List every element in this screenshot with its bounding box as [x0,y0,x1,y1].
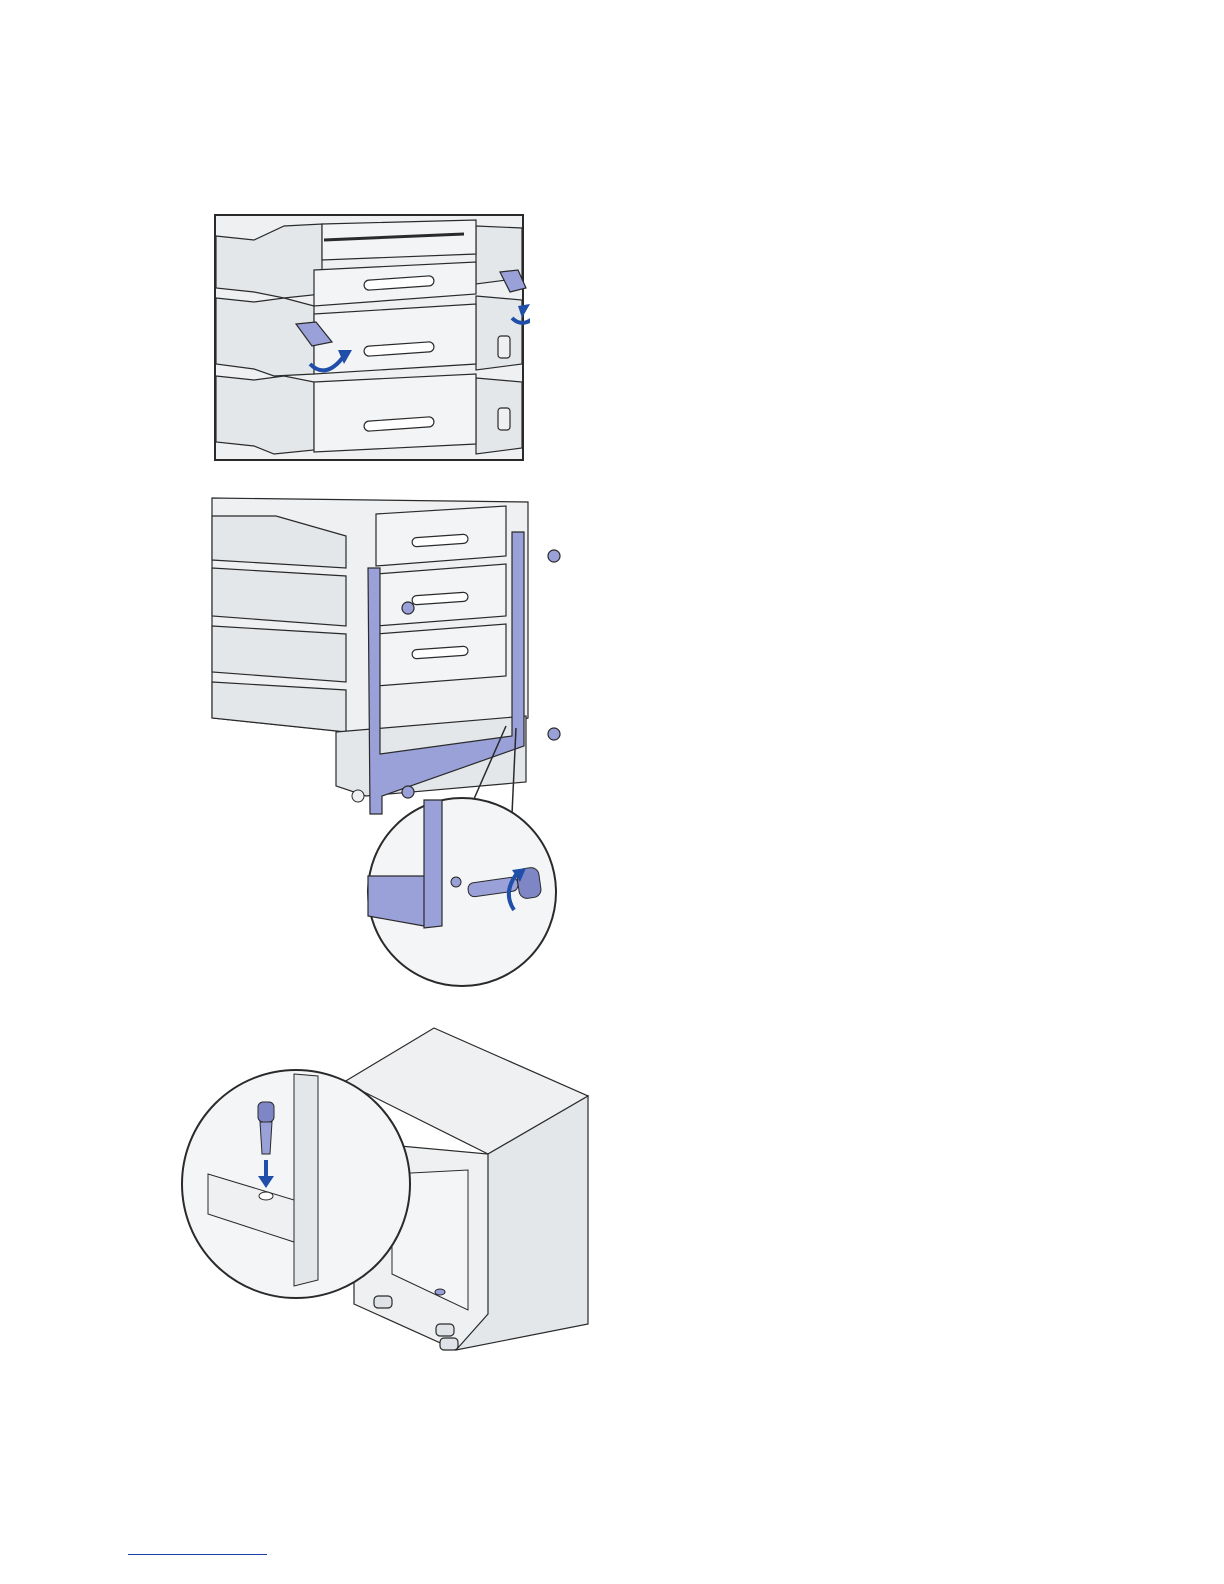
footer-divider [128,1554,267,1555]
figure-insert-screw [178,1024,592,1358]
figure-remove-side-covers [214,214,530,464]
magnifier-circle-icon [182,1070,410,1298]
magnifier-circle-icon [368,798,556,986]
illustration-cabinet [178,1024,592,1358]
illustration-bracket-install [206,496,564,988]
illustration-tray-stack [214,214,530,464]
figure-attach-brackets [206,496,564,988]
